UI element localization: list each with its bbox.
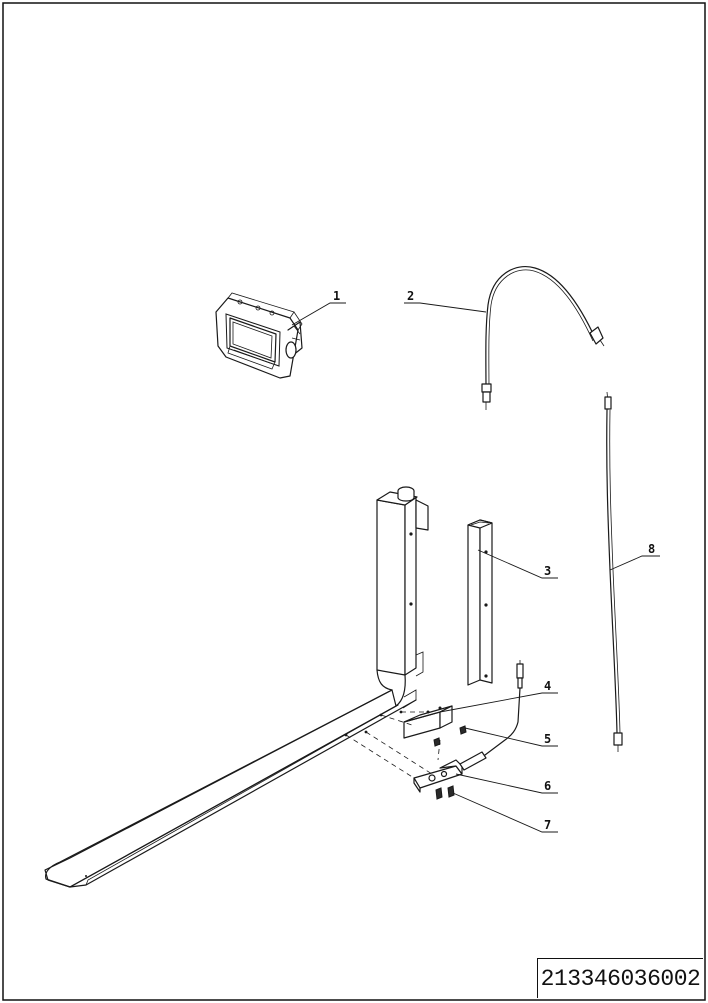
leader-lines	[291, 302, 660, 833]
part-screws-5	[433, 725, 467, 747]
part-monitor	[215, 292, 303, 379]
part-fork	[44, 486, 429, 888]
callout-4: 4	[544, 679, 551, 693]
callout-3: 3	[544, 564, 551, 578]
assembly-hidden-lines	[345, 711, 441, 779]
drawing-number-box: 213346036002	[537, 958, 703, 998]
part-square-tube	[467, 519, 493, 686]
part-cable-2	[481, 266, 605, 410]
part-block	[403, 705, 453, 739]
callout-2: 2	[407, 289, 414, 303]
callout-6: 6	[544, 779, 551, 793]
part-cable-8	[604, 391, 623, 752]
callout-7: 7	[544, 818, 551, 832]
callout-1: 1	[333, 289, 340, 303]
callout-8: 8	[648, 542, 655, 556]
part-screws-7	[435, 785, 455, 800]
part-camera-bracket	[413, 660, 524, 793]
callout-5: 5	[544, 732, 551, 746]
callout-numbers: 1 2 3 4 5 6 7 8	[333, 289, 655, 832]
